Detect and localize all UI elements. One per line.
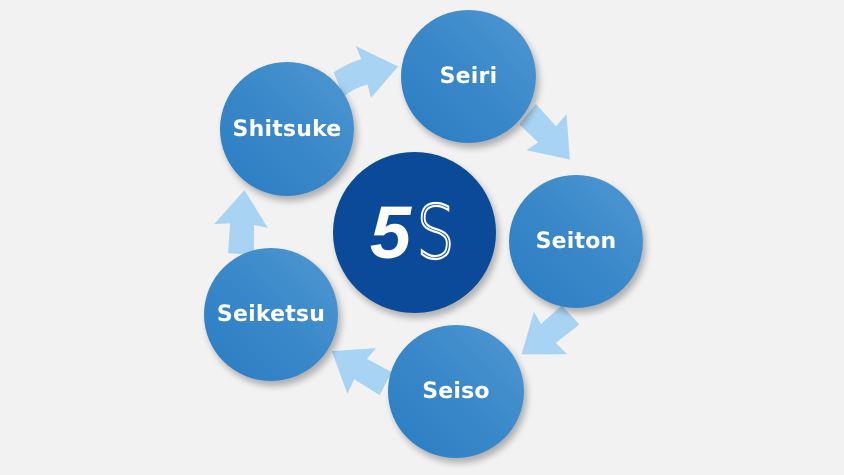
title-letter: S bbox=[415, 189, 455, 276]
arrow-shitsuke-to-seiri-icon bbox=[333, 46, 399, 99]
step-label: Seiri bbox=[439, 64, 498, 89]
step-shitsuke: Shitsuke bbox=[220, 62, 354, 196]
arrow-seiketsu-to-shitsuke-icon bbox=[214, 190, 268, 255]
title-number: 5 bbox=[369, 190, 412, 274]
arrow-seiton-to-seiso-icon bbox=[521, 305, 580, 355]
step-seiri: Seiri bbox=[401, 10, 536, 143]
step-label: Seiso bbox=[422, 379, 490, 404]
arrow-seiso-to-seiketsu-icon bbox=[331, 348, 392, 396]
step-label: Seiketsu bbox=[216, 302, 326, 327]
step-seiton: Seiton bbox=[509, 175, 643, 308]
step-seiso: Seiso bbox=[388, 325, 524, 458]
step-label: Shitsuke bbox=[232, 116, 342, 142]
arrow-seiri-to-seiton-icon bbox=[519, 103, 570, 160]
step-seiketsu: Seiketsu bbox=[204, 248, 338, 381]
step-label: Seiton bbox=[535, 229, 617, 254]
